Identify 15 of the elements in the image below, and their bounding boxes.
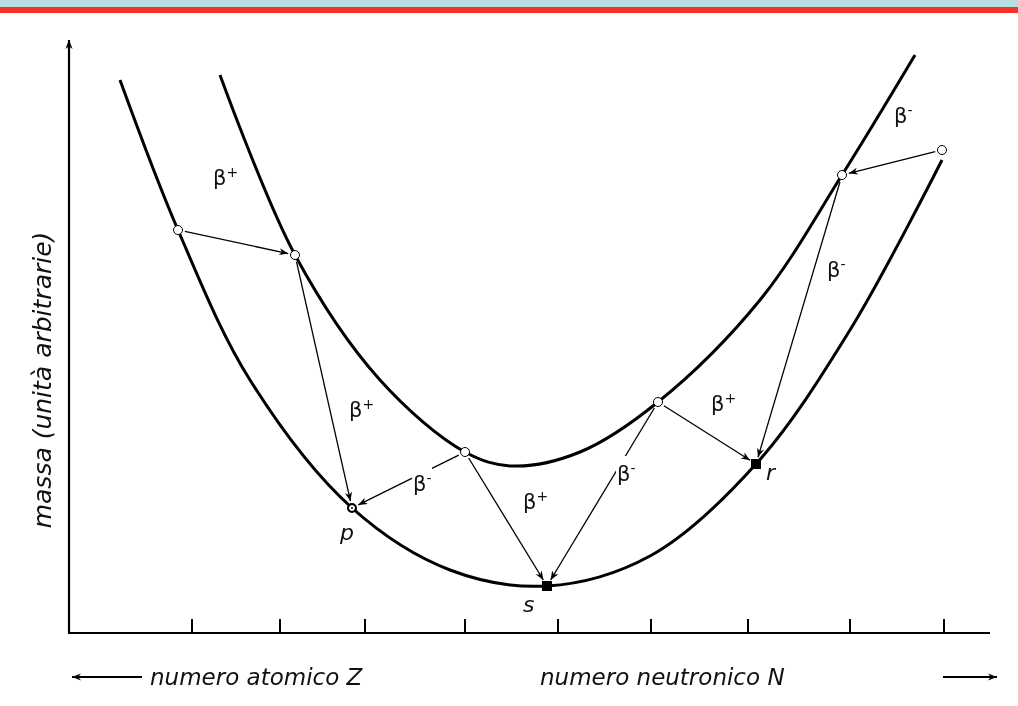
axis-label: numero neutronico N [540, 663, 785, 691]
axis-label: massa (unità arbitrarie) [28, 231, 57, 529]
decay-arrow [663, 405, 751, 461]
point-label: r [766, 462, 776, 484]
decay-arrow [184, 230, 289, 256]
point-label: p [340, 522, 354, 544]
decay-arrow [549, 407, 656, 581]
point-label: s [523, 594, 535, 616]
edge-label: β$^{-}$ [412, 466, 433, 496]
axis-label: numero atomico Z [150, 663, 363, 691]
decay-arrow [295, 261, 352, 502]
decay-arrow [848, 151, 936, 175]
decay-arrow [757, 181, 841, 458]
edge-label: β$^{-}$ [616, 456, 637, 486]
decay-arrow [468, 457, 544, 581]
